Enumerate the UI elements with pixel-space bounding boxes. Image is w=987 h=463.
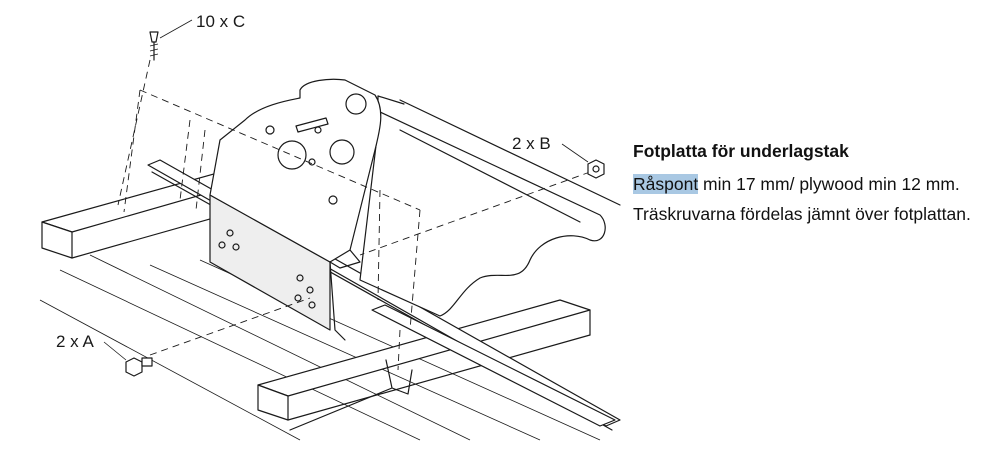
highlighted-word: Råspont: [633, 174, 699, 194]
paragraph-1-rest: min 17 mm/ plywood min 12 mm.: [698, 174, 960, 194]
mounting-diagram: 10 x C 2 x B 2 x A: [39, 12, 621, 441]
nut-b: [561, 143, 605, 179]
label-2xb: 2 x B: [512, 134, 551, 153]
description-text: Fotplatta för underlagstak Råspont min 1…: [633, 141, 973, 234]
projection-lines: [117, 59, 591, 371]
channel-profile: [289, 359, 413, 431]
label-10xc: 10 x C: [196, 12, 245, 31]
label-2xa: 2 x A: [56, 332, 94, 351]
batten-front: [257, 299, 591, 421]
foot-plate: [209, 78, 382, 341]
roof-sheet: [359, 95, 621, 317]
bolt-a: [103, 341, 153, 377]
screw-c: [149, 19, 193, 61]
description-paragraph-2: Träskruvarna fördelas jämnt över fotplat…: [633, 204, 971, 224]
description-heading: Fotplatta för underlagstak: [633, 141, 849, 161]
description-paragraph-1: Råspont min 17 mm/ plywood min 12 mm.: [633, 174, 973, 195]
